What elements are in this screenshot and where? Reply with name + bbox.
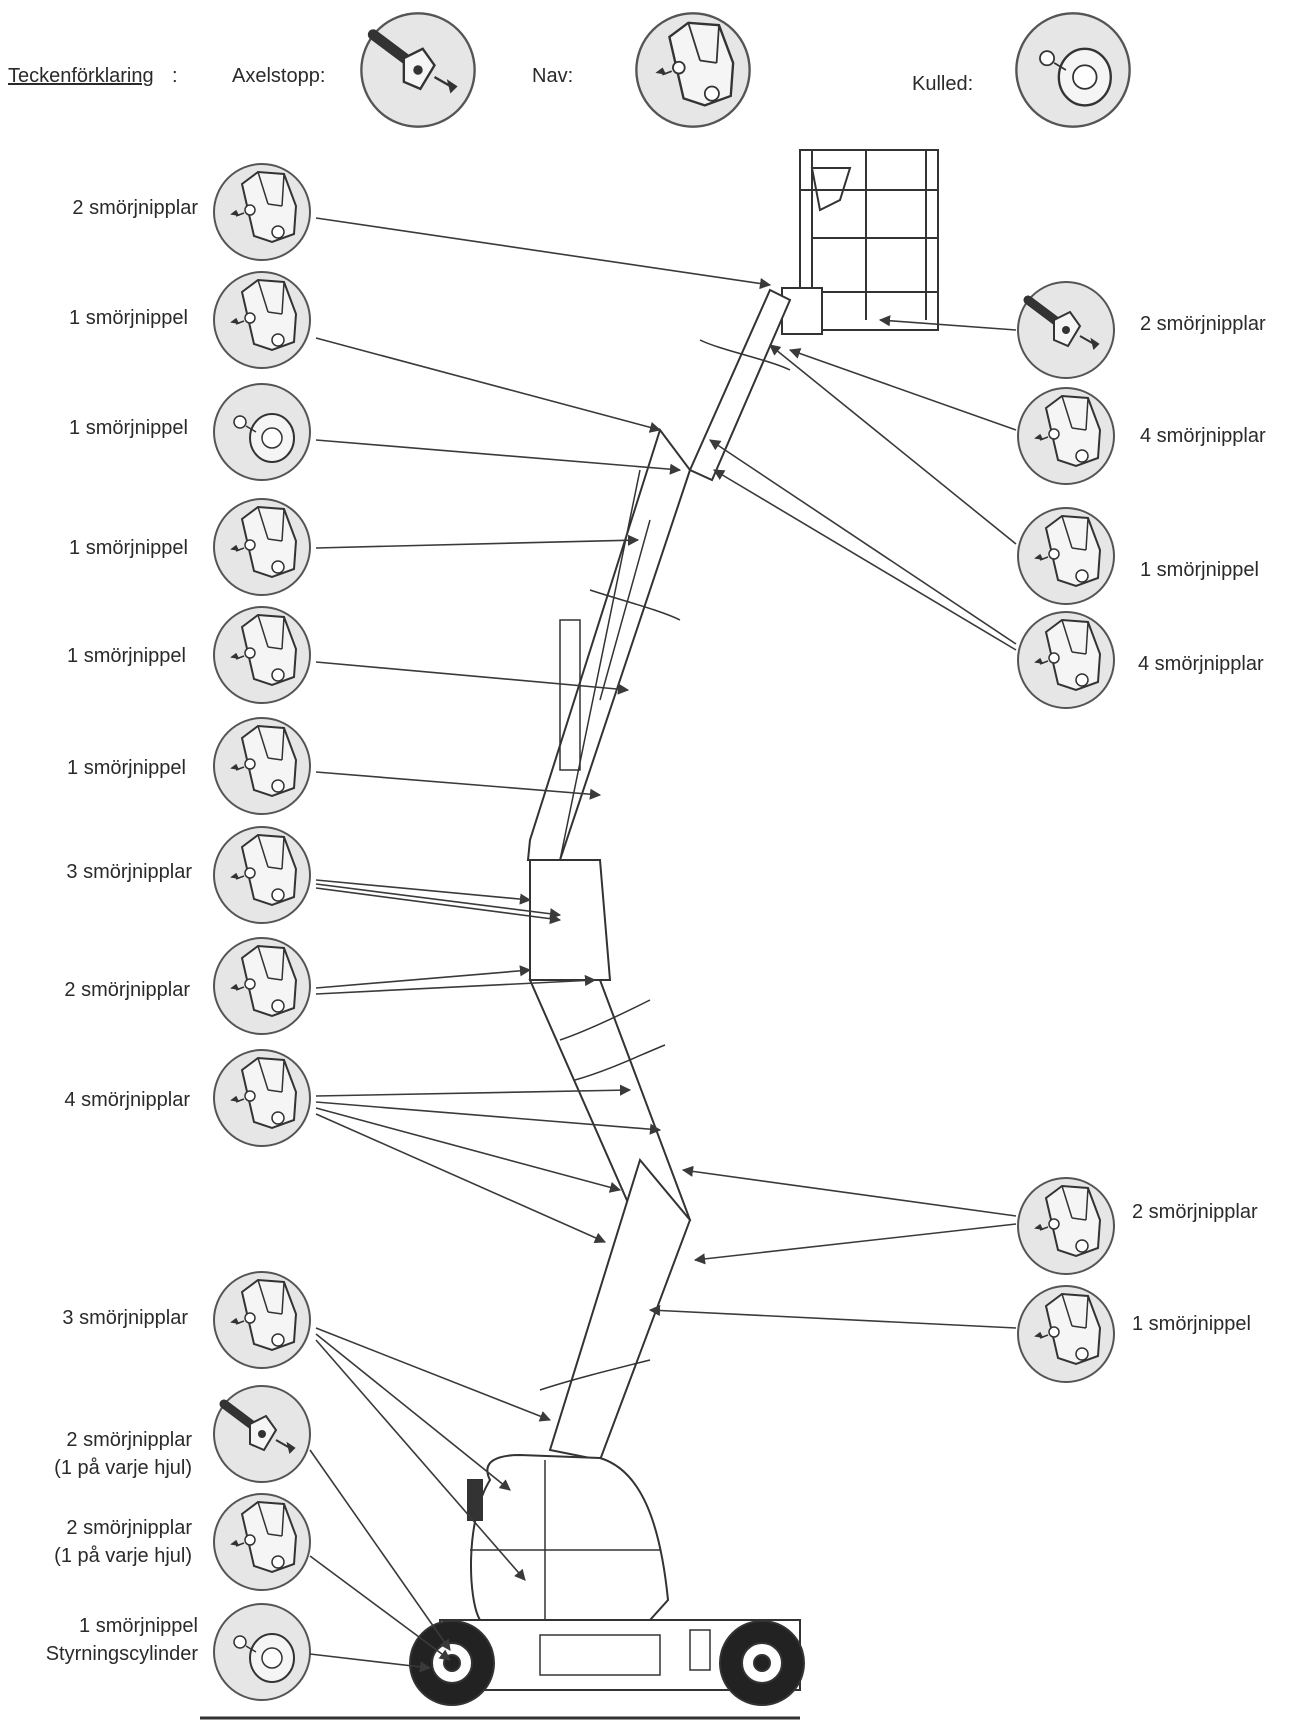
hub-icon — [213, 826, 311, 924]
hub-icon — [213, 606, 311, 704]
left-callout-icons — [213, 163, 311, 1701]
leader-line-left — [315, 965, 532, 989]
jib-arm — [688, 288, 792, 482]
leader-line-left — [315, 661, 630, 695]
leader-line-left — [309, 1449, 451, 1651]
callout-left-1: 2 smörjnipplar — [72, 197, 198, 219]
turret-body — [470, 1453, 670, 1621]
callout-left-4: 1 smörjnippel — [69, 537, 188, 559]
hub-icon — [213, 1271, 311, 1369]
leader-line-left — [315, 439, 682, 475]
leader-line-left — [315, 771, 602, 800]
leader-line-left — [315, 1333, 511, 1491]
hub-icon — [213, 271, 311, 369]
ball-joint-icon — [1015, 12, 1131, 128]
axle-stop-icon — [361, 13, 474, 126]
leader-line-left — [315, 883, 562, 920]
axle-stop-icon — [214, 1386, 310, 1482]
callout-left-2: 1 smörjnippel — [69, 307, 188, 329]
callout-left-11-sub: (1 på varje hjul) — [54, 1457, 192, 1479]
front-wheel — [409, 1620, 495, 1706]
legend-colon: : — [172, 65, 178, 87]
callout-right-1: 2 smörjnipplar — [1140, 313, 1266, 335]
machine-drawing — [200, 149, 939, 1720]
leader-line-left — [315, 337, 662, 433]
callout-left-10: 3 smörjnipplar — [62, 1307, 188, 1329]
legend-title: Teckenförklaring — [8, 65, 154, 87]
callout-left-8: 2 smörjnipplar — [64, 979, 190, 1001]
callout-right-2: 4 smörjnipplar — [1140, 425, 1266, 447]
leader-line-right — [713, 469, 1017, 651]
platform-basket — [781, 149, 939, 335]
legend-label-hub: Nav: — [532, 65, 574, 87]
callout-right-5: 2 smörjnipplar — [1132, 1201, 1258, 1223]
leader-line-left — [315, 1339, 526, 1581]
leader-line-left — [315, 1107, 622, 1193]
leader-line-right — [648, 1304, 1017, 1329]
leader-line-left — [315, 974, 597, 995]
callout-left-5: 1 smörjnippel — [67, 645, 186, 667]
hub-icon — [1017, 1177, 1115, 1275]
callout-left-12: 2 smörjnipplar — [66, 1517, 192, 1539]
leader-line-left — [315, 1327, 552, 1422]
hub-icon — [1017, 1285, 1115, 1383]
callout-right-4: 4 smörjnipplar — [1138, 653, 1264, 675]
callout-left-6: 1 smörjnippel — [67, 757, 186, 779]
callout-right-3: 1 smörjnippel — [1140, 559, 1259, 581]
leader-line-right — [769, 344, 1017, 545]
upper-boom — [526, 427, 692, 861]
axle-stop-icon — [1018, 282, 1114, 378]
leader-line-left — [315, 1101, 662, 1135]
leader-line-right — [878, 315, 1017, 331]
callout-left-3: 1 smörjnippel — [69, 417, 188, 439]
main-boom — [548, 1157, 692, 1462]
legend-label-ball-joint: Kulled: — [912, 73, 974, 95]
leader-line-left — [315, 534, 640, 549]
leader-line-right — [788, 348, 1017, 431]
leader-line-left — [315, 879, 532, 905]
hub-icon — [213, 717, 311, 815]
callout-left-9: 4 smörjnipplar — [64, 1089, 190, 1111]
legend-label-axle-stop: Axelstopp: — [232, 65, 326, 87]
leader-line-left — [315, 1113, 607, 1244]
hub-icon — [213, 937, 311, 1035]
hub-icon — [213, 1493, 311, 1591]
leader-line-left — [309, 1555, 451, 1661]
ball-joint-icon — [213, 383, 311, 481]
leader-line-right — [681, 1165, 1017, 1217]
hub-icon — [213, 498, 311, 596]
hub-icon — [213, 163, 311, 261]
hub-icon — [635, 12, 751, 128]
hub-icon — [1017, 387, 1115, 485]
callout-left-13: 1 smörjnippel — [79, 1615, 198, 1637]
callout-left-13-sub: Styrningscylinder — [45, 1643, 198, 1665]
legend-icons — [361, 12, 1131, 128]
hub-icon — [1017, 507, 1115, 605]
leader-line-right — [709, 439, 1017, 645]
right-callout-icons — [1017, 282, 1115, 1383]
leader-line-left — [315, 887, 562, 925]
leader-line-left — [315, 217, 772, 290]
callout-left-7: 3 smörjnipplar — [66, 861, 192, 883]
callout-left-12-sub: (1 på varje hjul) — [54, 1545, 192, 1567]
callout-left-11: 2 smörjnipplar — [66, 1429, 192, 1451]
callout-right-6: 1 smörjnippel — [1132, 1313, 1251, 1335]
leader-lines — [309, 217, 1017, 1673]
ball-joint-icon — [213, 1603, 311, 1701]
leader-line-right — [693, 1223, 1017, 1265]
leader-line-left — [315, 1084, 632, 1097]
knuckle-block — [529, 859, 612, 981]
hub-icon — [213, 1049, 311, 1147]
hub-icon — [1017, 611, 1115, 709]
rear-wheel — [719, 1620, 805, 1706]
leader-line-left — [309, 1653, 432, 1673]
